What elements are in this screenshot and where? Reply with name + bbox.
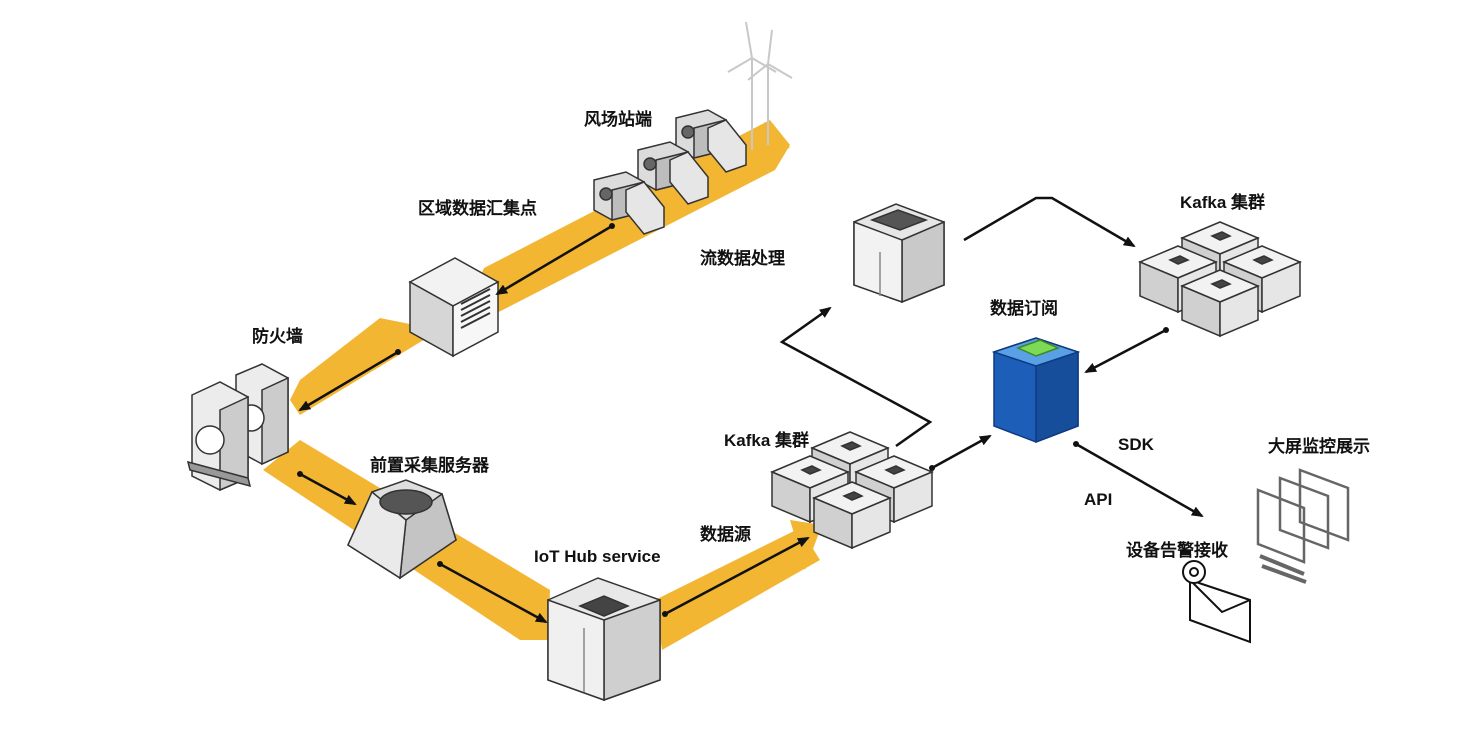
cloud-device-icon <box>593 109 747 235</box>
firewall-icon <box>186 363 289 492</box>
flow-arrows <box>297 196 1204 624</box>
email-alert-icon <box>1182 560 1251 644</box>
kafka-cluster-icon <box>770 431 934 550</box>
wind-turbine-icon <box>727 21 793 150</box>
label-sdk: SDK <box>1118 435 1154 454</box>
label-regional-hub: 区域数据汇集点 <box>418 199 537 218</box>
label-data-subscription: 数据订阅 <box>990 299 1058 318</box>
label-data-source: 数据源 <box>700 525 751 544</box>
label-kafka-bottom: Kafka 集群 <box>724 431 810 450</box>
iot-hub-icon <box>547 577 661 702</box>
label-big-screen: 大屏监控展示 <box>1268 437 1370 456</box>
label-firewall: 防火墙 <box>252 327 303 346</box>
label-kafka-top: Kafka 集群 <box>1180 193 1266 212</box>
label-front-server: 前置采集服务器 <box>370 456 489 475</box>
label-stream-processing: 流数据处理 <box>700 249 785 268</box>
monitor-display-icon <box>1256 468 1350 584</box>
kafka-cluster-icon <box>1138 221 1302 338</box>
label-iot-hub: IoT Hub service <box>534 547 661 566</box>
data-subscription-icon <box>991 337 1081 444</box>
label-device-alert: 设备告警接收 <box>1126 541 1228 560</box>
label-api: API <box>1084 490 1113 509</box>
label-wind-farm: 风场站端 <box>584 110 652 129</box>
flow-band <box>263 120 822 650</box>
stream-processing-icon <box>853 203 945 304</box>
front-server-icon <box>347 479 457 580</box>
